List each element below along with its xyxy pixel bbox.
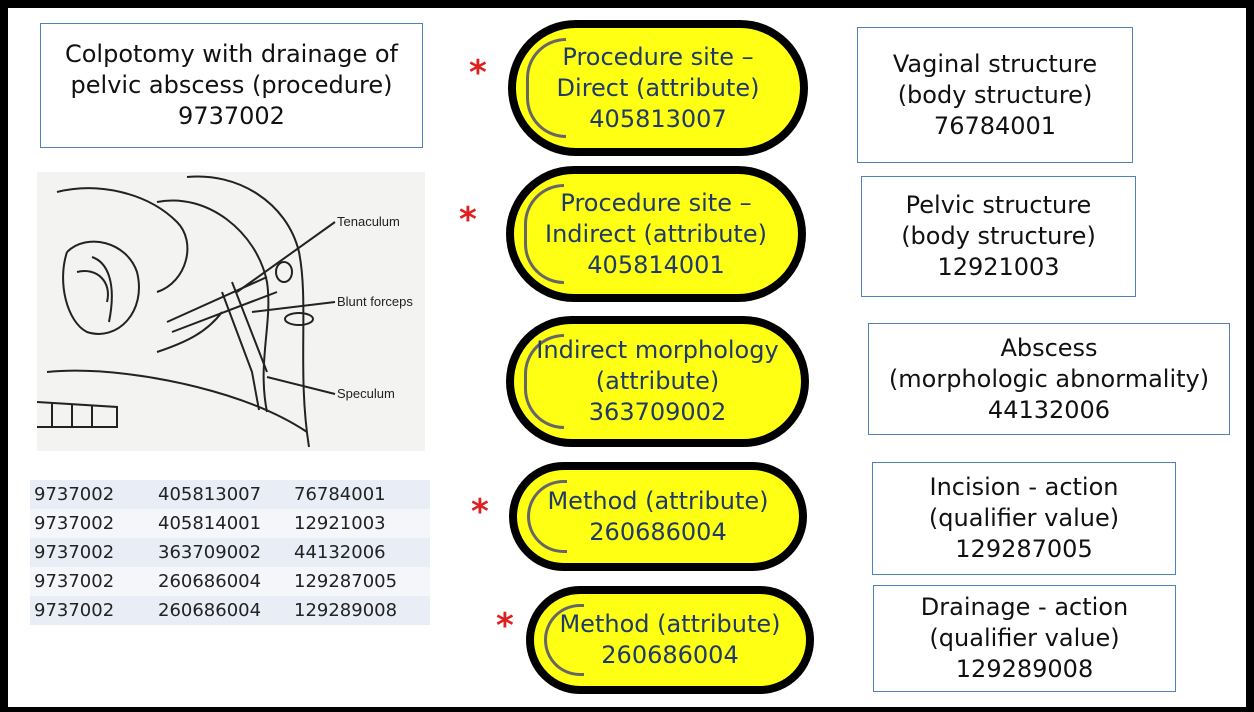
value-concept-box: Vaginal structure (body structure) 76784… bbox=[857, 27, 1133, 163]
value-code: 12921003 bbox=[937, 253, 1060, 281]
table-cell: 9737002 bbox=[30, 567, 154, 596]
attribute-pill: Method (attribute) 260686004 bbox=[526, 586, 814, 694]
value-line: (morphologic abnormality) bbox=[888, 364, 1210, 393]
attribute-pill: Indirect morphology (attribute) 36370900… bbox=[506, 316, 809, 447]
attribute-line: Indirect (attribute) bbox=[545, 219, 767, 248]
value-concept-box: Pelvic structure (body structure) 129210… bbox=[861, 176, 1136, 297]
illustration-label: Speculum bbox=[337, 386, 395, 401]
attribute-pill: Method (attribute) 260686004 bbox=[509, 462, 807, 571]
attribute-pill: Procedure site – Indirect (attribute) 40… bbox=[506, 166, 806, 302]
table-row: 9737002 405813007 76784001 bbox=[30, 480, 430, 509]
illustration-label: Blunt forceps bbox=[337, 294, 413, 309]
value-line: Pelvic structure bbox=[905, 191, 1092, 219]
anatomy-drawing: Tenaculum Blunt forceps Speculum bbox=[36, 175, 413, 448]
table-cell: 363709002 bbox=[154, 538, 290, 567]
procedure-concept-box: Colpotomy with drainage of pelvic absces… bbox=[40, 23, 423, 148]
table-row: 9737002 363709002 44132006 bbox=[30, 538, 430, 567]
asterisk-icon: * bbox=[469, 53, 487, 93]
table-cell: 76784001 bbox=[290, 480, 430, 509]
value-line: (body structure) bbox=[901, 222, 1096, 250]
table-cell: 9737002 bbox=[30, 509, 154, 538]
value-concept-box: Incision - action (qualifier value) 1292… bbox=[872, 462, 1176, 575]
table-cell: 260686004 bbox=[154, 567, 290, 596]
table-cell: 405814001 bbox=[154, 509, 290, 538]
attribute-code: 363709002 bbox=[588, 398, 727, 426]
value-code: 76784001 bbox=[933, 111, 1057, 140]
procedure-illustration: Tenaculum Blunt forceps Speculum bbox=[36, 172, 425, 451]
value-line: Drainage - action bbox=[920, 593, 1129, 621]
attribute-code: 405814001 bbox=[587, 250, 725, 279]
table-row: 9737002 260686004 129287005 bbox=[30, 567, 430, 596]
value-line: (body structure) bbox=[897, 80, 1093, 109]
table-cell: 405813007 bbox=[154, 480, 290, 509]
asterisk-icon: * bbox=[496, 606, 514, 646]
attribute-code: 260686004 bbox=[589, 517, 727, 546]
table-cell: 9737002 bbox=[30, 596, 154, 625]
attribute-line: Indirect morphology bbox=[536, 336, 779, 364]
relationship-table: 9737002 405813007 76784001 9737002 40581… bbox=[30, 480, 430, 625]
table-cell: 129289008 bbox=[290, 596, 430, 625]
attribute-code: 405813007 bbox=[589, 104, 727, 133]
attribute-line: Method (attribute) bbox=[547, 486, 769, 515]
table-cell: 9737002 bbox=[30, 480, 154, 509]
attribute-line: (attribute) bbox=[595, 367, 720, 395]
value-code: 129289008 bbox=[955, 655, 1094, 683]
value-line: (qualifier value) bbox=[928, 504, 1120, 532]
illustration-label: Tenaculum bbox=[337, 214, 400, 229]
table-row: 9737002 405814001 12921003 bbox=[30, 509, 430, 538]
attribute-line: Direct (attribute) bbox=[556, 73, 760, 102]
attribute-line: Method (attribute) bbox=[559, 610, 781, 638]
asterisk-icon: * bbox=[459, 200, 477, 240]
value-code: 44132006 bbox=[987, 395, 1111, 424]
value-line: Incision - action bbox=[929, 473, 1119, 501]
procedure-line: pelvic abscess (procedure) bbox=[70, 71, 393, 99]
value-concept-box: Drainage - action (qualifier value) 1292… bbox=[873, 585, 1176, 692]
value-line: Vaginal structure bbox=[892, 49, 1098, 78]
attribute-line: Procedure site – bbox=[562, 42, 754, 71]
attribute-pill: Procedure site – Direct (attribute) 4058… bbox=[508, 20, 808, 156]
table-cell: 129287005 bbox=[290, 567, 430, 596]
asterisk-icon: * bbox=[471, 492, 489, 532]
table-cell: 44132006 bbox=[290, 538, 430, 567]
table-cell: 260686004 bbox=[154, 596, 290, 625]
value-code: 129287005 bbox=[955, 535, 1093, 563]
table-cell: 9737002 bbox=[30, 538, 154, 567]
table-row: 9737002 260686004 129289008 bbox=[30, 596, 430, 625]
value-line: Abscess bbox=[1000, 333, 1098, 362]
table-cell: 12921003 bbox=[290, 509, 430, 538]
value-concept-box: Abscess (morphologic abnormality) 441320… bbox=[868, 323, 1230, 435]
procedure-line: Colpotomy with drainage of bbox=[64, 40, 399, 68]
attribute-line: Procedure site – bbox=[560, 188, 752, 217]
attribute-code: 260686004 bbox=[601, 641, 739, 669]
value-line: (qualifier value) bbox=[929, 624, 1120, 652]
procedure-code: 9737002 bbox=[178, 102, 285, 130]
